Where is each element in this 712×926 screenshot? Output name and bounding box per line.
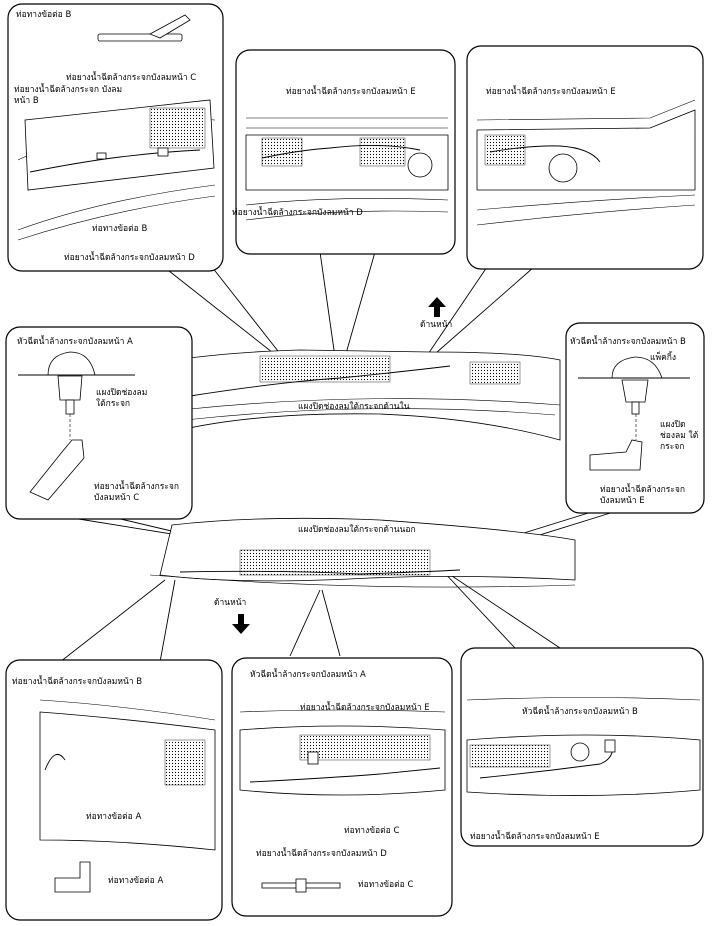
label-hose-c-part: ท่อยางน้ำฉีดล้างกระจก บังลมหน้า C xyxy=(94,482,180,503)
label-nozzle-a: หัวฉีดน้ำล้างกระจกบังลมหน้า A xyxy=(17,337,133,347)
detail-panel-4 xyxy=(5,326,193,520)
nozzle-b-part xyxy=(611,356,663,379)
label-hose-d: ท่อยางน้ำฉีดล้างกระจกบังลมหน้า D xyxy=(64,253,195,263)
label-panel7-hose-e: ท่อยางน้ำฉีดล้างกระจกบังลมหน้า E xyxy=(300,703,430,713)
cowl-section-1 xyxy=(17,99,216,241)
joint-a-part xyxy=(54,861,91,893)
detail-panel-1 xyxy=(7,3,224,272)
inner-cowl-panel xyxy=(174,349,561,441)
label-gasket: แพ็คกิ้ง xyxy=(650,353,677,363)
detail-panel-6 xyxy=(5,659,223,921)
detail-panel-8 xyxy=(460,647,704,847)
detail-panel-3 xyxy=(466,45,704,270)
label-panel8-hose-e: ท่อยางน้ำฉีดล้างกระจกบังลมหน้า E xyxy=(470,832,600,842)
label-joint-b: ท่อทางข้อต่อ B xyxy=(92,224,148,234)
label-inner-panel: แผงปิดช่องลมใต้กระจกด้านใน xyxy=(298,402,410,412)
label-hose-b: ท่อยางน้ำฉีดล้างกระจก บังลมหน้า B xyxy=(14,85,123,106)
detail-panel-2 xyxy=(235,49,456,255)
detail-panel-5 xyxy=(565,322,705,514)
label-outer-panel: แผงปิดช่องลมใต้กระจกด้านนอก xyxy=(298,525,416,535)
front-arrow-down xyxy=(232,614,250,634)
label-front-top: ด้านหน้า xyxy=(420,320,453,330)
label-panel2-hose-e: ท่อยางน้ำฉีดล้างกระจกบังลมหน้า E xyxy=(286,87,416,97)
label-panel3-hose-e: ท่อยางน้ำฉีดล้างกระจกบังลมหน้า E xyxy=(486,87,616,97)
nozzle-a-part xyxy=(47,351,96,376)
label-panel6-joint-a: ท่อทางข้อต่อ A xyxy=(86,812,142,822)
front-arrow-up xyxy=(428,297,446,317)
label-joint-c-part: ท่อทางข้อต่อ C xyxy=(358,880,414,890)
label-joint-b-top: ท่อทางข้อต่อ B xyxy=(16,10,72,20)
label-cowl-a: แผงปิดช่องลม ใต้กระจก xyxy=(96,388,148,409)
label-panel7-nozzle-a: หัวฉีดน้ำล้างกระจกบังลมหน้า A xyxy=(250,670,366,680)
detail-panel-7 xyxy=(231,657,453,917)
label-panel6-hose-b: ท่อยางน้ำฉีดล้างกระจกบังลมหน้า B xyxy=(12,677,143,687)
joint-b-part xyxy=(97,14,191,42)
joint-c-part xyxy=(261,878,341,893)
label-hose-e-part: ท่อยางน้ำฉีดล้างกระจก บังลมหน้า E xyxy=(600,485,686,506)
callout-leaders xyxy=(59,251,621,663)
label-joint-a-part: ท่อทางข้อต่อ A xyxy=(108,876,164,886)
label-hose-c: ท่อยางน้ำฉีดล้างกระจกบังลมหน้า C xyxy=(66,73,197,83)
label-cowl-b: แผงปิด ช่องลม ใต้กระจก xyxy=(660,420,699,452)
label-panel2-hose-d: ท่อยางน้ำฉีดล้างกระจกบังลมหน้า D xyxy=(232,208,363,218)
label-front-bottom: ด้านหน้า xyxy=(214,598,247,608)
label-panel7-hose-d: ท่อยางน้ำฉีดล้างกระจกบังลมหน้า D xyxy=(256,849,387,859)
outer-cowl-panel xyxy=(149,517,576,588)
label-panel8-nozzle-b: หัวฉีดน้ำล้างกระจกบังลมหน้า B xyxy=(522,707,638,717)
label-panel7-joint-c: ท่อทางข้อต่อ C xyxy=(344,826,400,836)
label-nozzle-b: หัวฉีดน้ำล้างกระจกบังลมหน้า B xyxy=(570,337,686,347)
